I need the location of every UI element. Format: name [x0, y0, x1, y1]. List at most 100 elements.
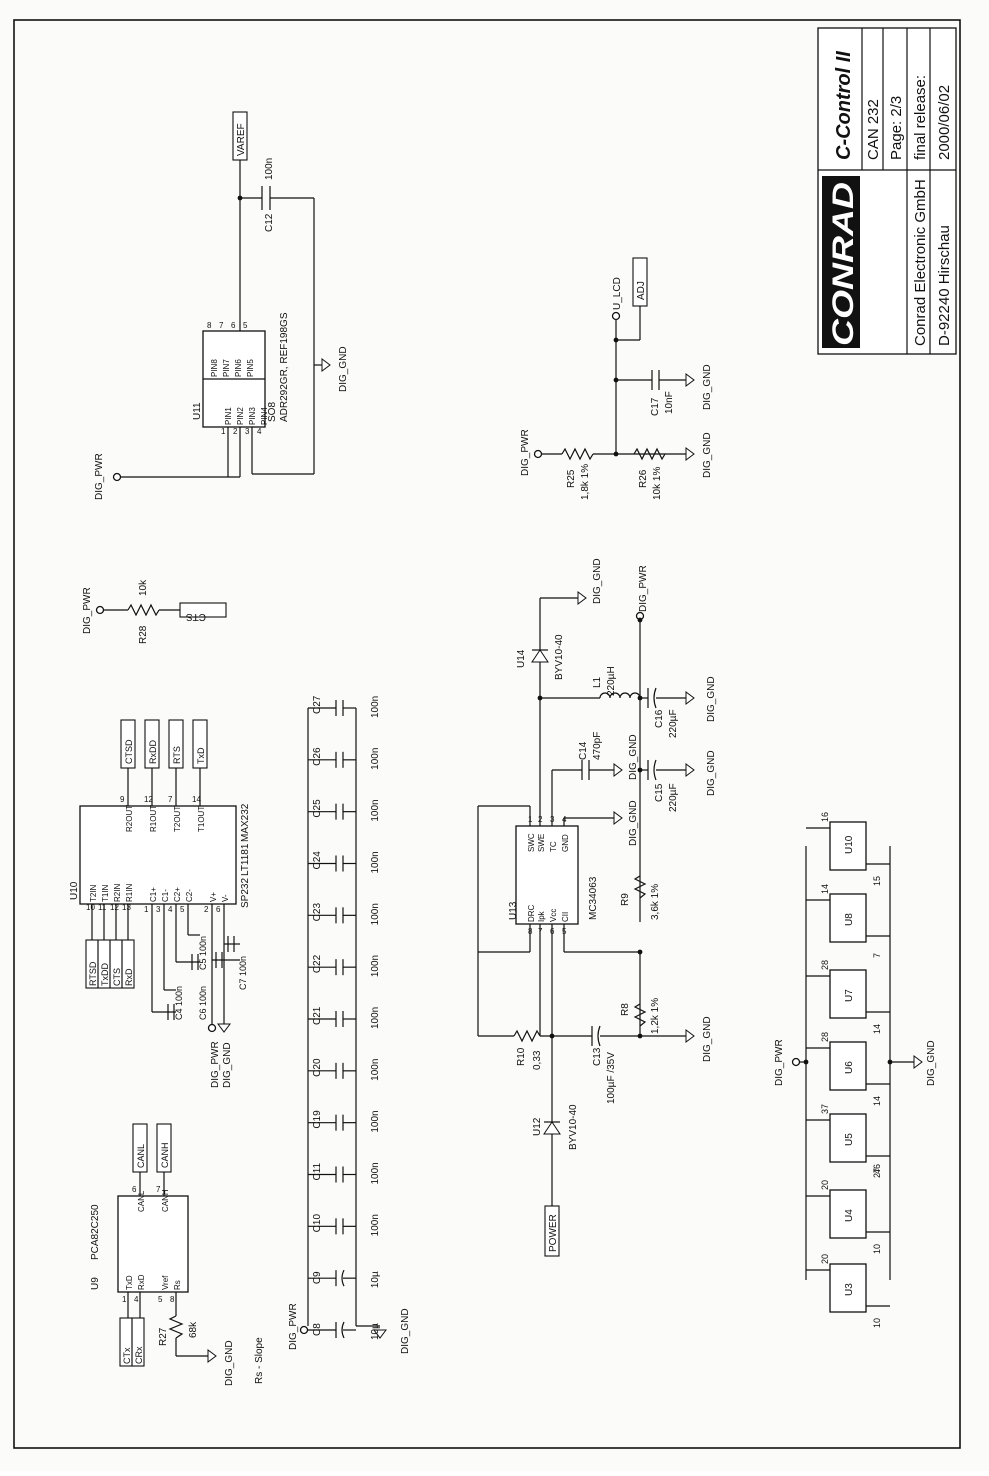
release-label: final release: — [912, 75, 929, 160]
u9-pin-left-4: Rs — [173, 1280, 182, 1290]
u10-out-num-1: 9 — [120, 795, 125, 804]
u11-pin-right-3: PIN6 — [234, 359, 243, 377]
u9-part: PCA82C250 — [90, 1204, 101, 1260]
socket-u6-bot-pin: 14 — [872, 1096, 882, 1106]
socket-u5-top-pin: 37 — [820, 1104, 830, 1114]
decap-ref-c10: C10 — [312, 1214, 323, 1233]
c16-ref: C16 — [654, 709, 665, 728]
u9-pin-left-1: TxD — [125, 1275, 134, 1290]
decap-ref-c25: C25 — [312, 799, 323, 818]
socket-power-bus: U32010U42010U53727U62814U72814U8147U1016… — [774, 812, 937, 1328]
u9-num-left-2: 4 — [134, 1295, 139, 1304]
rs-slope-note: Rs - Slope — [254, 1337, 265, 1384]
u10-out-label-4: TxD — [196, 747, 206, 764]
u10-gnd-label: DIG_GND — [222, 1042, 233, 1088]
socket-u10-label: U10 — [844, 835, 855, 854]
u11-pin-right-2: PIN7 — [222, 359, 231, 377]
u11-num-right-2: 7 — [219, 321, 224, 330]
r9-value: 3,6k 1% — [650, 884, 661, 920]
u10-pwr-pin-2: V- — [221, 894, 230, 902]
r28-pwr-label: DIG_PWR — [82, 587, 93, 634]
socket-u3-label: U3 — [844, 1283, 855, 1296]
c13-ref: C13 — [592, 1047, 603, 1066]
u10-in-pin-3: R2IN — [113, 884, 122, 902]
u11-reference: U11 SO8 ADR292GR, REF198GS PIN11PIN22PIN… — [94, 111, 349, 500]
u10-cap-pin-2: C1- — [161, 889, 170, 902]
socket-u5-extra-pin: 46 — [872, 1164, 882, 1174]
u10-in-label-2: TxDD — [100, 963, 110, 986]
u10-pwr-pin-1: V+ — [209, 892, 218, 902]
decap-ref-c23: C23 — [312, 903, 323, 922]
u9-num-left-4: 8 — [170, 1295, 175, 1304]
u13-pin-bot-1: DRC — [527, 904, 536, 922]
company-name: Conrad Electronic GmbH — [912, 179, 929, 346]
u13-pin-bot-2: Ipk — [537, 910, 546, 922]
u10-cap-num-3: 4 — [168, 905, 173, 914]
socket-u3-bot-pin: 10 — [872, 1318, 882, 1328]
socket-u5-bot-pin: 27 — [872, 1168, 882, 1178]
u10-out-pin-2: R1OUT — [149, 805, 158, 832]
r28-ref: R28 — [138, 625, 149, 644]
c16-gnd-label: DIG_GND — [706, 676, 717, 722]
decap-ref-c24: C24 — [312, 851, 323, 870]
u10-out-label-3: RTS — [172, 746, 182, 764]
u11-pin-left-2: PIN2 — [236, 407, 245, 425]
u10-out-label-1: CTSD — [124, 739, 134, 764]
u13-pin-top-4: GND — [561, 834, 570, 852]
l1-value: 220µH — [606, 666, 617, 696]
c12-value: 100n — [264, 158, 275, 180]
u13-gnd-label: DIG_GND — [628, 800, 639, 846]
module-name: CAN 232 — [865, 99, 882, 160]
u14-part: BYV10-40 — [554, 634, 565, 680]
u13-pin-top-1: SWC — [527, 833, 536, 852]
u11-num-left-4: 4 — [257, 427, 262, 436]
u11-num-left-1: 1 — [221, 427, 226, 436]
u10-in-label-1: RTSD — [88, 961, 98, 986]
u10-out-pin-4: T1OUT — [197, 806, 206, 832]
decap-ref-c26: C26 — [312, 747, 323, 766]
socket-u7-bot-pin: 14 — [872, 1024, 882, 1034]
socket-u8 — [829, 893, 867, 943]
u12-part: BYV10-40 — [568, 1104, 579, 1150]
u13-pin-top-2: SWE — [537, 834, 546, 852]
decap-ref-c21: C21 — [312, 1006, 323, 1025]
title-block: CONRAD C-Control II CAN 232 Page: 2/3 fi… — [817, 27, 957, 355]
decap-val-c19: 100n — [370, 1110, 381, 1132]
brand-text: CONRAD — [827, 182, 860, 346]
page-number: Page: 2/3 — [888, 96, 905, 160]
u10-in-num-4: 13 — [122, 903, 131, 912]
r25-value: 1,8k 1% — [580, 464, 591, 500]
socket-u8-top-pin: 14 — [820, 884, 830, 894]
r26-ref: R26 — [638, 469, 649, 488]
u10-in-pin-2: T1IN — [101, 884, 110, 902]
cts-label: CTS — [186, 611, 206, 622]
u10-pwr-num-1: 2 — [204, 905, 209, 914]
u11-num-left-3: 3 — [245, 427, 250, 436]
power-label: POWER — [548, 1214, 559, 1252]
decap-val-c25: 100n — [370, 799, 381, 821]
u10-pwr-num-2: 6 — [216, 905, 221, 914]
c13-value: 100µF /35V — [606, 1052, 617, 1104]
u10-part2: LT1181 — [240, 843, 251, 876]
u9-pin-right-2: CANH — [161, 1189, 170, 1212]
u10-part3: MAX232 — [240, 803, 251, 842]
u9-num-right-2: 7 — [156, 1185, 161, 1194]
u10-cap-num-4: 5 — [180, 905, 185, 914]
u10-in-pin-1: T2IN — [89, 884, 98, 902]
company-address: D-92240 Hirschau — [936, 225, 953, 346]
adj-label: ADJ — [636, 281, 647, 300]
socket-u7-top-pin: 28 — [820, 960, 830, 970]
r10-ref: R10 — [516, 1047, 527, 1066]
c17-value: 10nF — [664, 391, 675, 414]
u10-in-pin-4: R1IN — [125, 884, 134, 902]
c7-label: C7 100n — [238, 956, 248, 990]
bank-gnd-label: DIG_GND — [400, 1308, 411, 1354]
decap-ref-c27: C27 — [312, 695, 323, 714]
c14-gnd-label: DIG_GND — [628, 734, 639, 780]
socket-u10-bot-pin: 15 — [872, 876, 882, 886]
c14-value: 470pF — [592, 732, 603, 760]
u9-out-label-1: CANL — [136, 1144, 146, 1168]
u10-part1: SP232 — [240, 878, 251, 908]
